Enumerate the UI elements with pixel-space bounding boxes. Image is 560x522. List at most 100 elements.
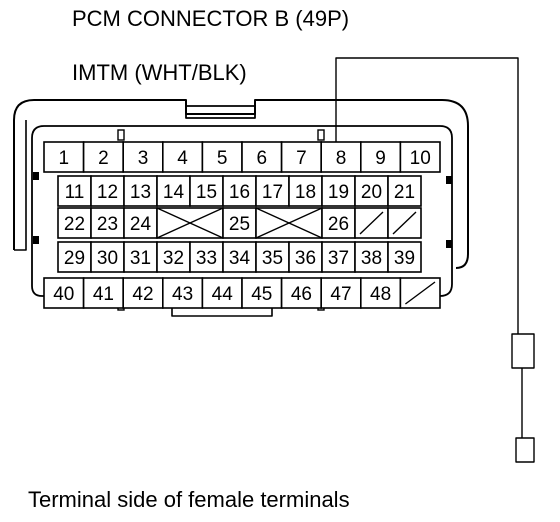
- terminal-number: 44: [212, 284, 234, 305]
- wire-leader: [335, 57, 519, 334]
- terminal-number: 11: [65, 182, 85, 203]
- terminal-number: 8: [336, 148, 347, 169]
- terminal-cell: [57, 175, 92, 207]
- terminal-number: 33: [196, 248, 217, 269]
- terminal-number: 9: [375, 148, 386, 169]
- terminal-cell: [123, 175, 158, 207]
- terminal-number: 42: [132, 284, 153, 305]
- terminal-number: 25: [229, 214, 250, 235]
- keying-notch: [33, 172, 39, 180]
- terminal-number: 14: [163, 182, 185, 203]
- terminal-number: 1: [59, 148, 70, 169]
- terminal-number: 7: [296, 148, 307, 169]
- terminal-number: 3: [138, 148, 149, 169]
- housing-latch: [185, 105, 256, 119]
- terminal-cell: [90, 207, 125, 239]
- terminal-cell: [241, 277, 283, 309]
- terminal-cell: [387, 175, 422, 207]
- terminal-number: 41: [93, 284, 114, 305]
- keying-post: [317, 129, 325, 141]
- terminal-cell: [82, 277, 124, 309]
- terminal-cell: [57, 241, 92, 273]
- terminal-cell: [123, 241, 158, 273]
- unused-terminal-mark: [404, 281, 436, 305]
- keying-post: [117, 129, 125, 141]
- connector-housing: [13, 99, 469, 269]
- terminal-number: 16: [229, 182, 250, 203]
- test-lead-box: [515, 437, 535, 463]
- terminal-number: 24: [130, 214, 152, 235]
- terminal-cell: [189, 175, 224, 207]
- terminal-number: 10: [410, 148, 431, 169]
- terminal-number: 47: [330, 284, 351, 305]
- terminal-number: 46: [291, 284, 312, 305]
- connector-title: PCM CONNECTOR B (49P): [72, 6, 350, 31]
- terminal-number: 45: [251, 284, 272, 305]
- terminal-number: 5: [217, 148, 228, 169]
- terminal-number: 2: [98, 148, 109, 169]
- terminal-cell: [255, 175, 290, 207]
- terminal-cell: [399, 141, 441, 173]
- terminal-cell: [43, 141, 85, 173]
- wire-label: IMTM (WHT/BLK): [72, 60, 247, 85]
- terminal-cell: [122, 277, 164, 309]
- terminal-cell: [280, 277, 323, 309]
- terminal-number: 20: [361, 182, 382, 203]
- terminal-number: 18: [295, 182, 316, 203]
- unused-terminal-mark: [156, 207, 224, 239]
- bottom-tab: [171, 308, 273, 317]
- terminal-cell: [320, 141, 362, 173]
- terminal-number: 35: [262, 248, 283, 269]
- terminal-number: 26: [328, 214, 349, 235]
- terminal-number: 15: [196, 182, 217, 203]
- terminal-number: 19: [328, 182, 349, 203]
- terminal-cell: [288, 175, 323, 207]
- unused-terminal-mark: [255, 207, 323, 239]
- terminal-number: 31: [130, 248, 151, 269]
- unused-terminal-mark: [359, 211, 384, 235]
- terminal-number: 43: [172, 284, 193, 305]
- terminal-cell: [222, 175, 257, 207]
- terminal-number: 29: [64, 248, 85, 269]
- terminal-number: 13: [130, 182, 151, 203]
- terminal-number: 30: [97, 248, 118, 269]
- terminal-cell: [201, 141, 243, 173]
- terminal-number: 34: [229, 248, 251, 269]
- terminal-number: 48: [370, 284, 391, 305]
- terminal-number: 23: [97, 214, 118, 235]
- terminal-side-note: Terminal side of female terminals: [28, 487, 350, 512]
- terminal-number: 36: [295, 248, 316, 269]
- terminal-cell: [387, 241, 422, 273]
- terminal-number: 32: [163, 248, 184, 269]
- terminal-number: 37: [328, 248, 349, 269]
- terminal-number: 38: [361, 248, 382, 269]
- terminal-number: 4: [177, 148, 188, 169]
- connector-frame: [31, 125, 453, 297]
- terminal-cell: [280, 141, 323, 173]
- terminal-cell: [320, 277, 362, 309]
- terminal-cell: [162, 277, 204, 309]
- terminal-cell: [222, 241, 257, 273]
- terminal-cell: [156, 241, 191, 273]
- terminal-cell: [321, 175, 356, 207]
- keying-notch: [33, 236, 39, 244]
- terminal-number: 17: [262, 182, 283, 203]
- terminal-cell: [90, 175, 125, 207]
- test-probe-box: [511, 333, 535, 369]
- terminal-cell: [222, 207, 257, 239]
- terminal-number: 22: [64, 214, 85, 235]
- terminal-cell: [321, 207, 356, 239]
- keying-notch: [446, 240, 452, 248]
- left-bracket: [14, 120, 27, 251]
- keying-notch: [446, 176, 452, 184]
- terminal-number: 12: [97, 182, 118, 203]
- unused-terminal-mark: [392, 211, 417, 235]
- terminal-number: 39: [394, 248, 415, 269]
- terminal-cell: [241, 141, 283, 173]
- terminal-number: 21: [394, 182, 415, 203]
- terminal-number: 6: [257, 148, 268, 169]
- terminal-cell: [57, 207, 92, 239]
- terminal-number: 40: [53, 284, 74, 305]
- terminal-cell: [123, 207, 158, 239]
